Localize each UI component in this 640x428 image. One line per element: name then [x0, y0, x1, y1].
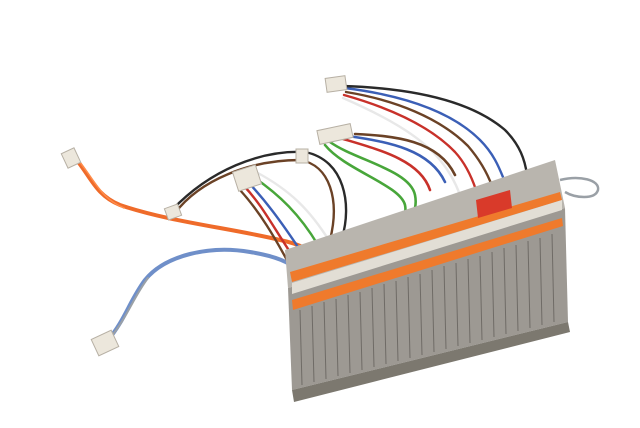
connector-small [163, 203, 183, 221]
connector-top [324, 75, 348, 93]
top-wire-bundle [340, 84, 529, 197]
connector-left [60, 147, 82, 169]
connector-bottom-left [90, 329, 120, 357]
grey-jumper-loop [559, 176, 600, 199]
terminal-ribs [299, 233, 555, 386]
connectors [60, 75, 354, 357]
connector-center [295, 148, 309, 164]
connector-middle [231, 164, 263, 192]
blue-cable [106, 247, 302, 342]
terminal-block [285, 160, 570, 402]
upper-wire-bundle [323, 132, 457, 227]
connector-upper-middle [316, 123, 354, 145]
